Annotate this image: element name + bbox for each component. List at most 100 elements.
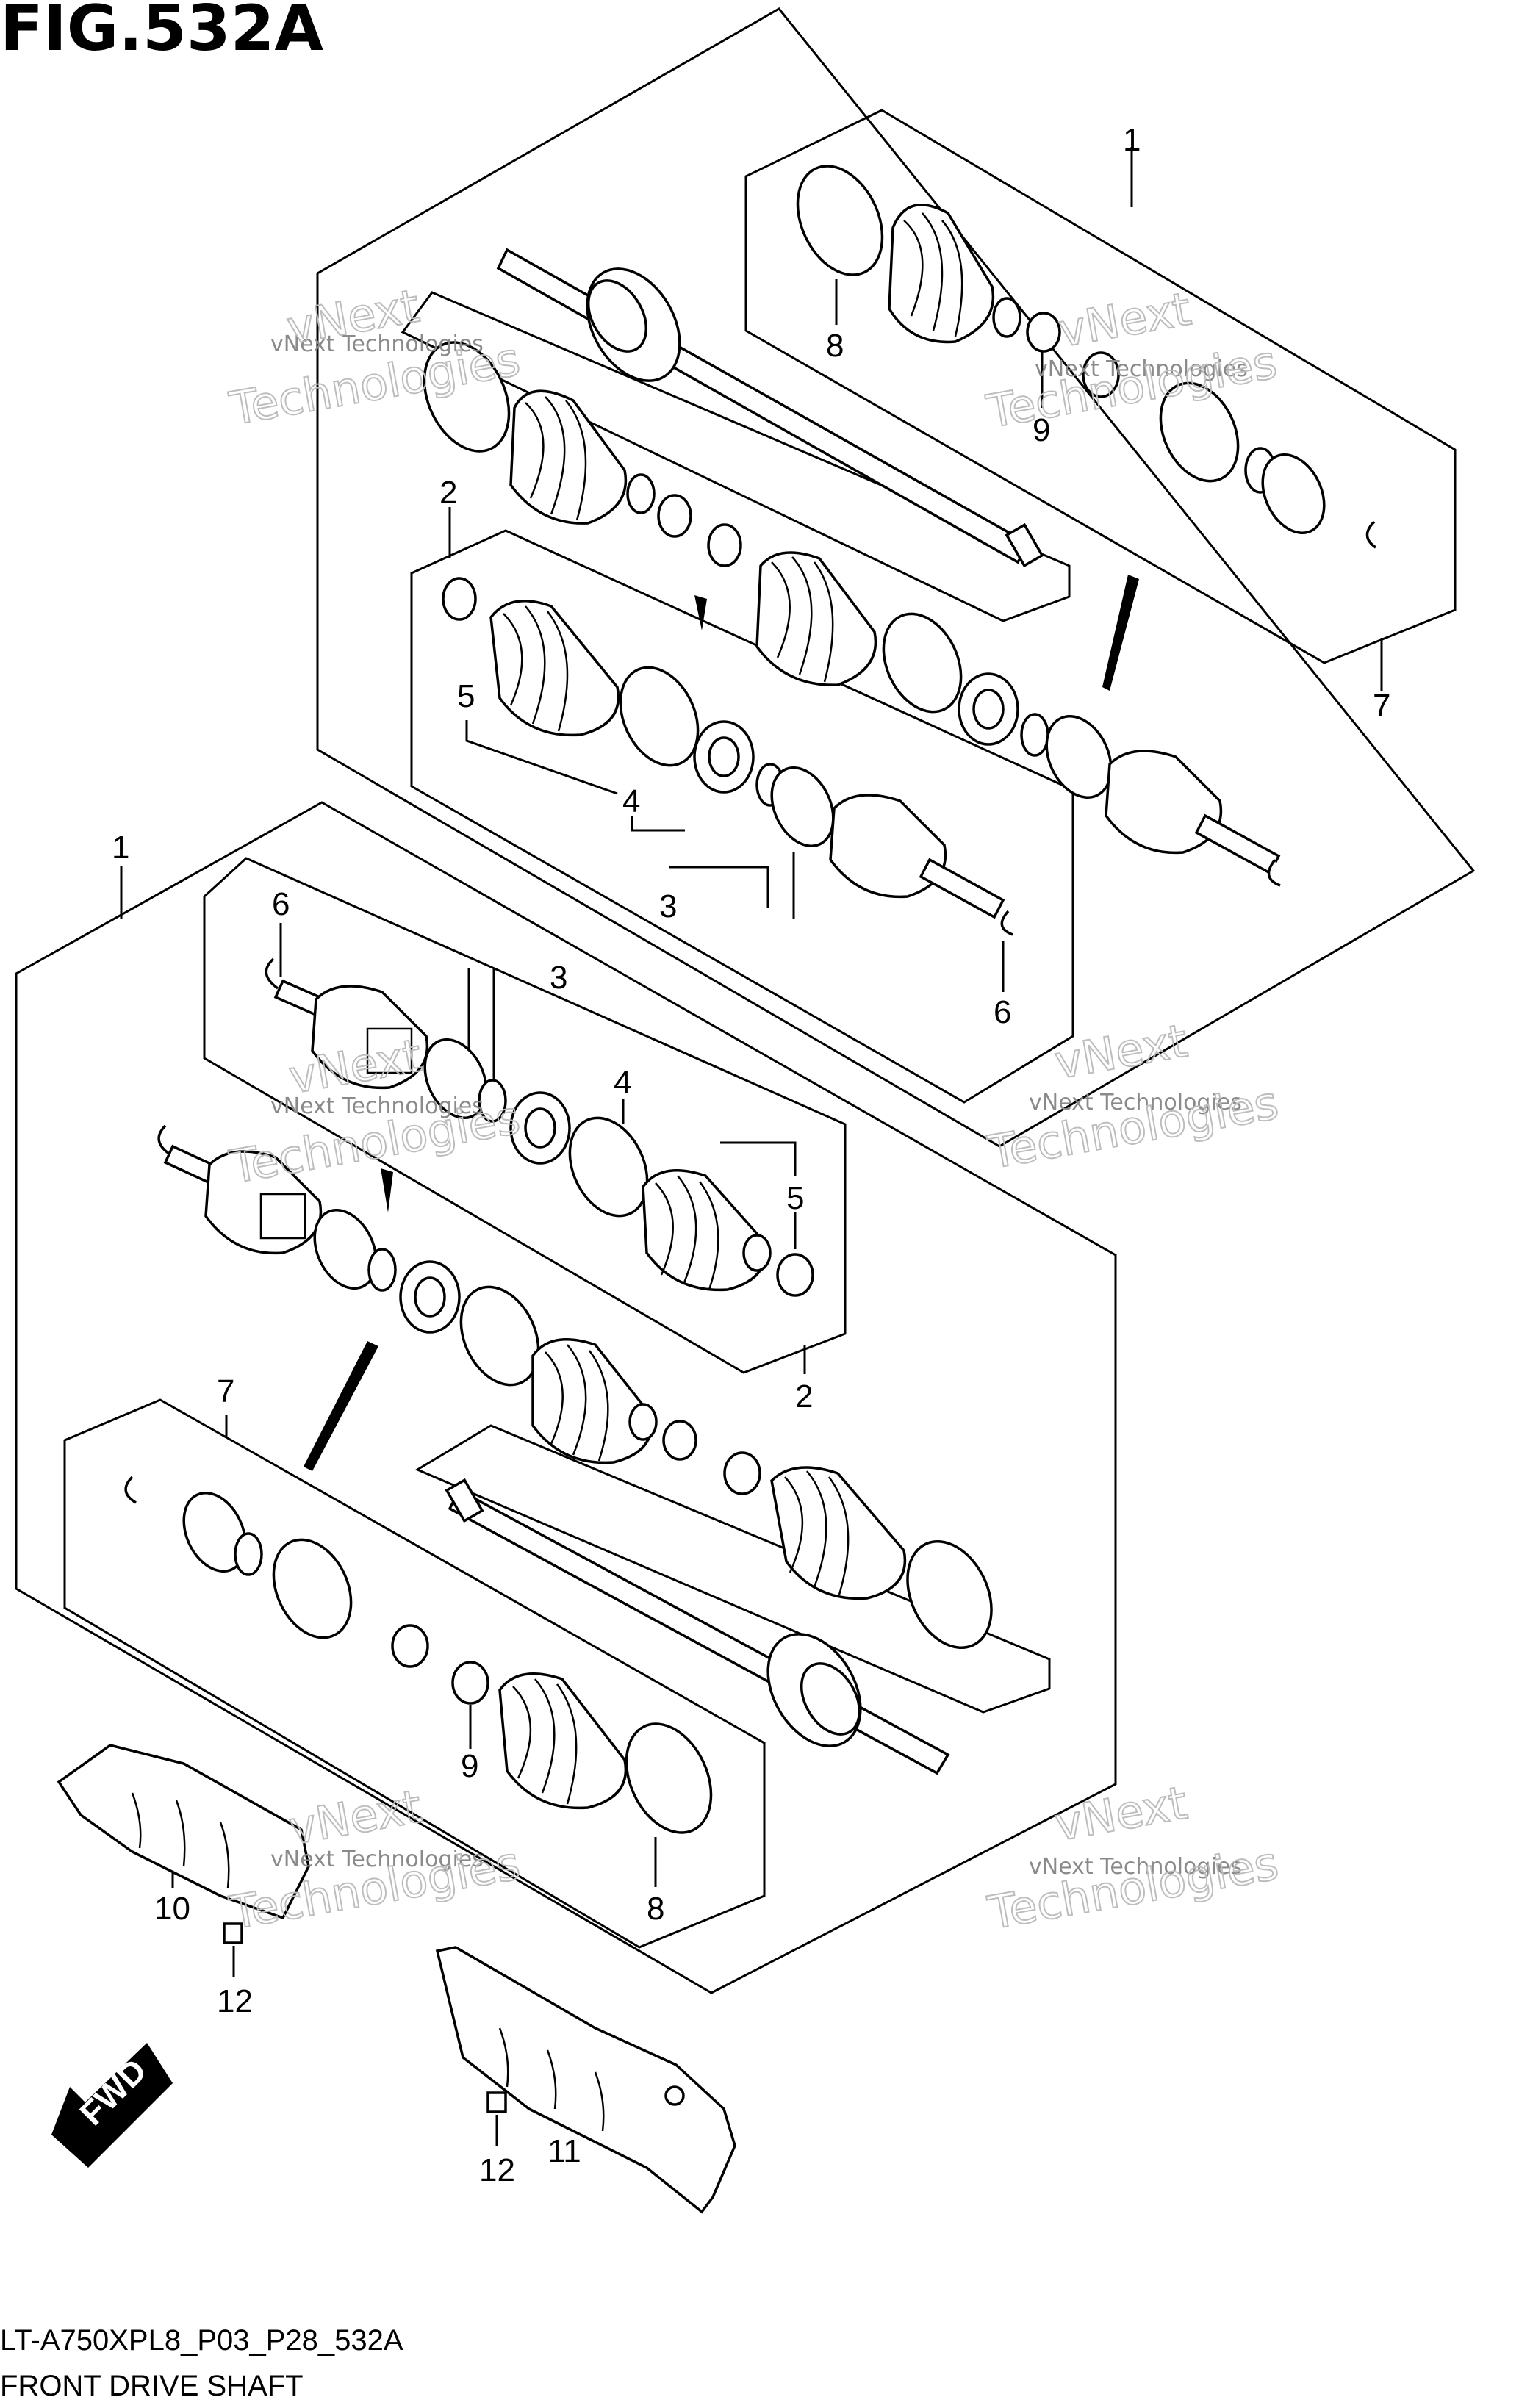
upper-ring-mid (1020, 713, 1049, 757)
upper-snap-ring-6 (1000, 910, 1013, 936)
upper-band-8 (796, 165, 884, 276)
upper-assembly (316, 7, 1476, 1148)
callout-upper-3: 3 (659, 888, 677, 924)
bolt-12a (223, 1922, 243, 1944)
upper-circlip-mid (1045, 715, 1113, 799)
upper-snap-ring (1365, 520, 1377, 549)
callout-lower-3: 3 (550, 960, 567, 996)
lower-direction-arrow-small (381, 1168, 393, 1212)
callout-11: 11 (547, 2133, 581, 2169)
callout-upper-9: 9 (1033, 412, 1050, 448)
callout-lower-2: 2 (795, 1379, 813, 1415)
guard-11 (435, 1946, 736, 2214)
lower-ring-kit3 (478, 1079, 507, 1123)
lower-assembly (15, 801, 1117, 2146)
watermarks: vNext Technologies Technologies vNext vN… (225, 278, 1283, 1941)
upper-inner-race (958, 672, 1019, 746)
upper-boot-top (888, 204, 1021, 344)
watermark-sub-5: vNext (285, 1779, 425, 1855)
figure-name: FRONT DRIVE SHAFT (0, 2370, 304, 2402)
callout-12a: 12 (217, 1983, 253, 2019)
lower-circlip-7 (182, 1492, 247, 1573)
watermark-text-6: vNext Technologies (1029, 1854, 1242, 1880)
callout-lower-1: 1 (112, 830, 129, 866)
lower-kit-7-frame (63, 1398, 766, 1949)
watermark-big-6: Technologies (984, 1836, 1282, 1940)
upper-drive-shaft (496, 248, 1044, 568)
lower-boot-middle (531, 1338, 697, 1464)
lower-snap-ring-7 (124, 1476, 137, 1504)
upper-snap-ring-right (1267, 858, 1281, 887)
callout-upper-4: 4 (622, 783, 640, 819)
leader-upper-3 (669, 852, 795, 919)
upper-band-mid (882, 612, 963, 714)
watermark-text-2: vNext Technologies (1035, 356, 1248, 382)
callout-lower-5: 5 (786, 1180, 804, 1216)
leader-upper-4 (631, 816, 685, 832)
lower-outer-frame (15, 801, 1117, 1994)
callout-12b: 12 (479, 2152, 515, 2188)
upper-band-2 (423, 341, 511, 453)
lower-direction-arrow (304, 1341, 378, 1471)
lower-ring-mid (367, 1248, 397, 1292)
upper-circlip (1261, 453, 1326, 534)
upper-kit-7-frame (744, 109, 1457, 664)
lower-inner-race-kit3 (509, 1091, 571, 1165)
callout-lower-9: 9 (461, 1748, 478, 1784)
callout-10: 10 (154, 1891, 190, 1927)
callout-lower-7: 7 (217, 1373, 234, 1409)
lower-snap-ring-6 (265, 957, 279, 990)
lower-clamp-7 (391, 1624, 489, 1705)
leader-lower-4 (622, 1099, 797, 1176)
callout-upper-8: 8 (826, 328, 844, 364)
leader-upper-5 (465, 720, 618, 795)
callout-upper-5: 5 (457, 678, 475, 714)
lower-boot-7 (498, 1672, 628, 1810)
lower-outer-housing (163, 1144, 323, 1255)
figure-code: LT-A750XPL8_P03_P28_532A (0, 2324, 403, 2357)
lower-band-right (906, 1539, 993, 1650)
figure-title: FIG.532A (0, 0, 324, 65)
callout-lower-4: 4 (614, 1065, 631, 1101)
callouts: 1 8 9 7 2 5 4 3 6 1 6 3 4 5 2 7 9 8 10 1… (112, 122, 1390, 2188)
upper-circlip-kit3 (770, 766, 835, 847)
callout-upper-6: 6 (994, 994, 1011, 1030)
upper-outer-housing (1105, 750, 1281, 875)
lower-housing-kit3 (273, 979, 429, 1090)
watermark-text-3: vNext Technologies (270, 1093, 484, 1119)
lower-clamp-right (723, 1451, 761, 1495)
bolt-12b (486, 2091, 507, 2113)
upper-inner-race-kit3 (693, 720, 755, 794)
upper-housing-kit3 (829, 794, 1005, 919)
lower-band-7 (272, 1538, 353, 1639)
fwd-arrow: FWD (51, 2043, 173, 2168)
watermark-big-2: Technologies (983, 335, 1281, 439)
lower-boot-kit3 (642, 1169, 772, 1292)
watermark-sub-6: vNext (1051, 1775, 1191, 1851)
callout-lower-6: 6 (272, 886, 290, 922)
callout-upper-7: 7 (1373, 688, 1390, 724)
watermark-text-4: vNext Technologies (1029, 1090, 1242, 1115)
callout-lower-8: 8 (647, 1891, 664, 1927)
upper-boot-middle (707, 523, 877, 686)
lower-band-4 (568, 1116, 649, 1218)
upper-boot-kit3 (489, 600, 620, 737)
upper-boot-left (509, 389, 692, 538)
lower-kit-3-frame (203, 857, 847, 1374)
callout-upper-1: 1 (1123, 122, 1141, 158)
lower-boot-right (770, 1466, 907, 1600)
upper-outer-frame (316, 7, 1476, 1148)
lower-clamp-5 (776, 1253, 814, 1297)
upper-band-ring (1159, 381, 1240, 483)
upper-band-4 (619, 666, 700, 767)
lower-snap-ring-left (157, 1124, 170, 1155)
lower-parts: FWD (51, 957, 993, 2214)
watermark-text-5: vNext Technologies (270, 1847, 484, 1872)
callout-upper-2: 2 (439, 475, 457, 511)
lower-drive-shaft (445, 1478, 950, 1775)
lower-ring-7 (234, 1532, 263, 1576)
lower-circlip-kit3 (423, 1038, 488, 1119)
lower-inner-race (399, 1260, 461, 1334)
upper-clamp-5 (442, 577, 477, 621)
